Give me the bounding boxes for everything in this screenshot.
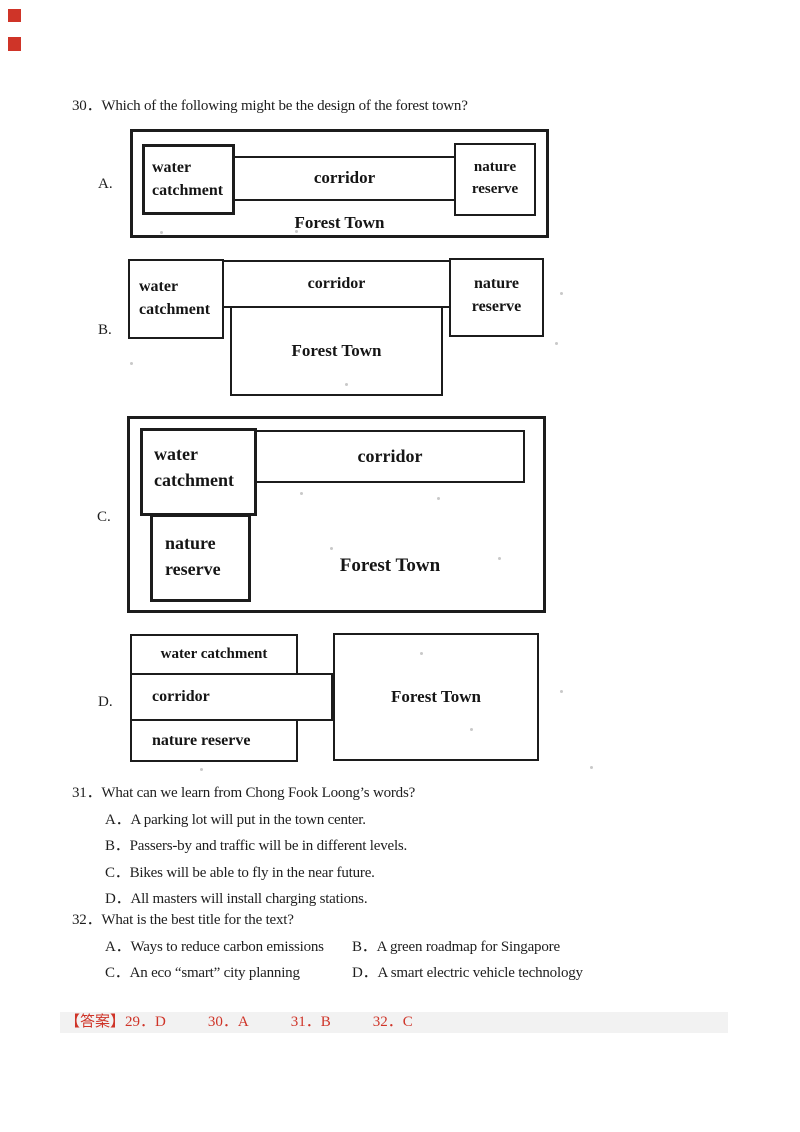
scan-speckle <box>330 547 333 550</box>
question-32-text: What is the best title for the text? <box>101 912 294 928</box>
scan-speckle <box>130 362 133 365</box>
scan-speckle <box>437 497 440 500</box>
question-30: 30．Which of the following might be the d… <box>72 97 468 115</box>
diagram-c-corridor-box: corridor <box>255 430 525 483</box>
scan-speckle <box>470 728 473 731</box>
question-31-option-a: A．A parking lot will put in the town cen… <box>105 811 366 829</box>
question-32-number: 32． <box>72 912 102 928</box>
option-letter: D． <box>105 891 131 907</box>
question-30-number: 30． <box>72 98 102 114</box>
scan-speckle <box>160 231 163 234</box>
diagram-b-nature-reserve-box: nature reserve <box>449 258 544 337</box>
question-32-option-a: A．Ways to reduce carbon emissions <box>105 938 324 956</box>
answer-key-item: 30．A <box>207 1014 249 1030</box>
scan-speckle <box>300 492 303 495</box>
scan-speckle <box>590 766 593 769</box>
diagram-a-forest-town-label: Forest Town <box>294 213 385 232</box>
scan-speckle <box>555 342 558 345</box>
option-a-label: A. <box>98 176 113 192</box>
option-letter: A． <box>105 939 131 955</box>
diagram-a-nature-reserve-box: nature reserve <box>454 143 536 216</box>
answer-key-label: 【答案】 <box>65 1014 126 1030</box>
diagram-a-water-catchment-box: water catchment <box>142 144 235 215</box>
option-text: A smart electric vehicle technology <box>377 965 583 981</box>
option-letter: C． <box>105 865 130 881</box>
option-letter: D． <box>352 965 378 981</box>
answer-key-text: 【答案】29．D 30．A 31．B 32．C <box>65 1012 413 1033</box>
question-31-option-b: B．Passers-by and traffic will be in diff… <box>105 837 407 855</box>
diagram-d-corridor-box: corridor <box>130 673 333 721</box>
option-c-label: C. <box>97 509 111 525</box>
answer-key-item: 32．C <box>372 1014 413 1030</box>
scan-speckle <box>345 383 348 386</box>
answer-key-item: 31．B <box>290 1014 331 1030</box>
option-text: All masters will install charging statio… <box>130 891 368 907</box>
question-31-text: What can we learn from Chong Fook Loong’… <box>101 785 416 801</box>
diagram-c-water-catchment-box: water catchment <box>140 428 257 516</box>
option-d-label: D. <box>98 694 113 710</box>
question-31-option-d: D．All masters will install charging stat… <box>105 890 368 908</box>
question-31: 31．What can we learn from Chong Fook Loo… <box>72 784 415 802</box>
option-text: Passers-by and traffic will be in differ… <box>129 838 408 854</box>
scan-speckle <box>420 652 423 655</box>
diagram-d-forest-town-box: Forest Town <box>333 633 539 761</box>
question-31-option-c: C．Bikes will be able to fly in the near … <box>105 864 375 882</box>
diagram-d-nature-reserve-box: nature reserve <box>130 719 298 762</box>
scan-speckle <box>560 292 563 295</box>
scan-speckle <box>560 690 563 693</box>
diagram-a-corridor-box: corridor <box>235 156 454 201</box>
scan-speckle <box>295 230 298 233</box>
option-letter: C． <box>105 965 130 981</box>
option-text: A parking lot will put in the town cente… <box>130 812 366 828</box>
option-letter: B． <box>352 939 377 955</box>
option-b-label: B. <box>98 322 112 338</box>
answer-key-item: 29．D <box>125 1014 166 1030</box>
question-31-number: 31． <box>72 785 102 801</box>
red-mark <box>8 9 21 22</box>
option-text: Bikes will be able to fly in the near fu… <box>129 865 375 881</box>
question-32-option-d: D．A smart electric vehicle technology <box>352 964 583 982</box>
question-32: 32．What is the best title for the text? <box>72 911 294 929</box>
option-text: Ways to reduce carbon emissions <box>130 939 324 955</box>
diagram-d-water-catchment-box: water catchment <box>130 634 298 675</box>
diagram-b-water-catchment-box: water catchment <box>128 259 224 339</box>
answer-key-bar: 【答案】29．D 30．A 31．B 32．C <box>60 1012 728 1033</box>
diagram-b-corridor-box: corridor <box>222 260 451 308</box>
scan-speckle <box>498 557 501 560</box>
option-text: A green roadmap for Singapore <box>376 939 561 955</box>
option-text: An eco “smart” city planning <box>129 965 300 981</box>
diagram-b-forest-town-box: Forest Town <box>230 306 443 396</box>
option-letter: A． <box>105 812 131 828</box>
question-32-option-b: B．A green roadmap for Singapore <box>352 938 560 956</box>
question-32-option-c: C．An eco “smart” city planning <box>105 964 300 982</box>
option-letter: B． <box>105 838 130 854</box>
diagram-c-forest-town-label: Forest Town <box>339 555 441 576</box>
diagram-c-nature-reserve-box: nature reserve <box>150 514 251 602</box>
question-30-text: Which of the following might be the desi… <box>101 98 468 114</box>
red-mark <box>8 37 21 51</box>
scan-speckle <box>200 768 203 771</box>
